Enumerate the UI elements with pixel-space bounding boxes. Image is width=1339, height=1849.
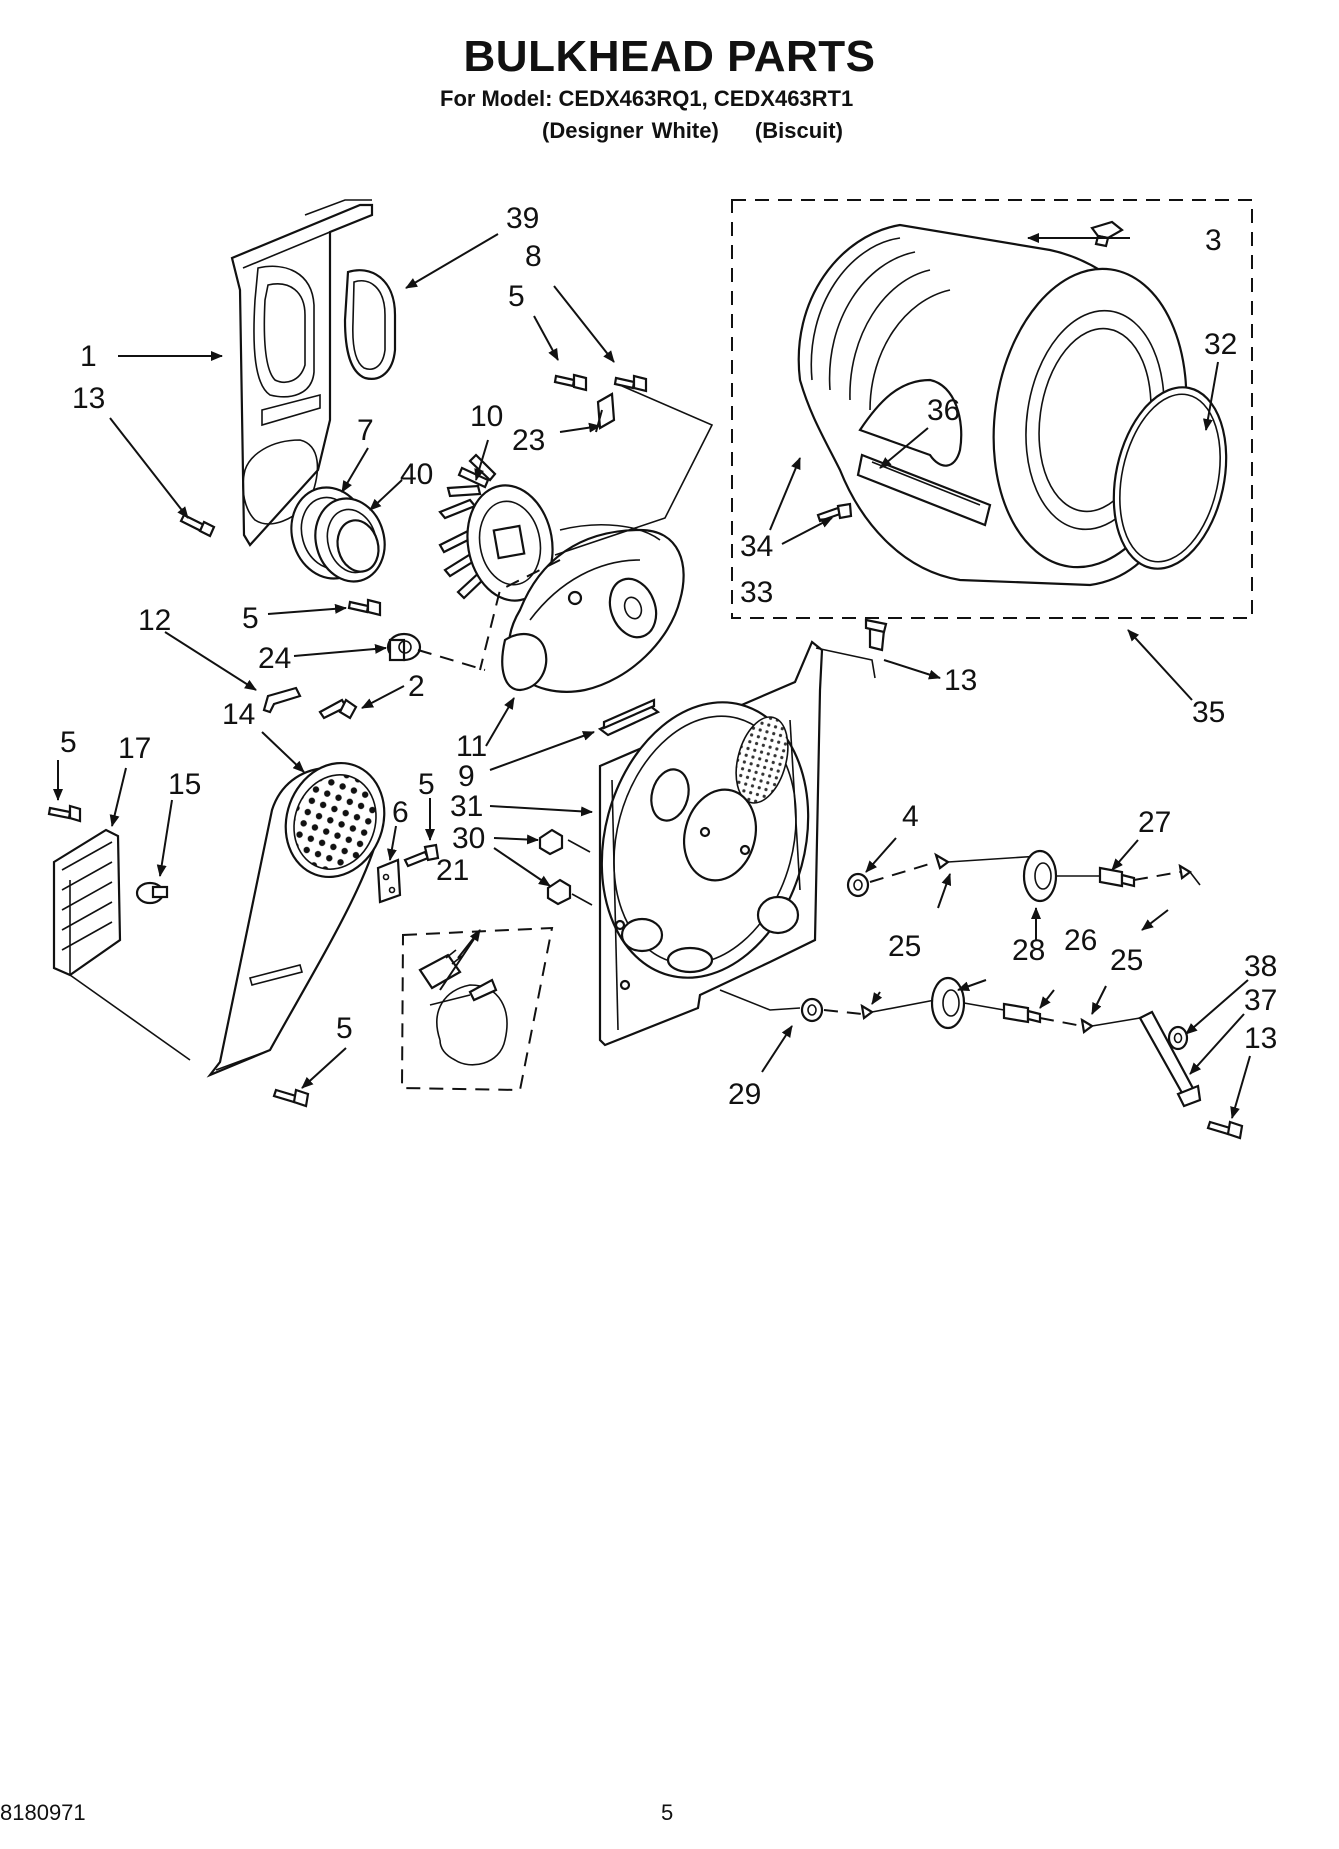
screw-2-part (318, 698, 358, 720)
clip-23-part (596, 392, 616, 430)
callouts: 1 13 39 8 5 10 23 7 40 5 12 24 2 14 11 9… (60, 202, 1277, 1111)
gasket-39-part (343, 269, 397, 380)
page-title: BULKHEAD PARTS (463, 32, 876, 81)
drum-34-part (797, 223, 1188, 587)
connector-15-part (135, 881, 169, 905)
callout-11: 11 (456, 730, 487, 763)
callout-39: 39 (506, 202, 539, 235)
callout-37: 37 (1244, 984, 1277, 1017)
callout-12: 12 (138, 604, 171, 637)
washer-29-part (800, 997, 824, 1023)
callout-34: 34 (740, 530, 773, 563)
callout-10: 10 (470, 400, 503, 433)
callout-36: 36 (927, 394, 960, 427)
callout-27: 27 (1138, 806, 1171, 839)
callout-7: 7 (357, 414, 374, 447)
callout-29: 29 (728, 1078, 761, 1111)
color-variant-white: (Designer White) (542, 118, 719, 143)
callout-13-mid: 13 (944, 664, 977, 697)
callout-23: 23 (512, 424, 545, 457)
blower-wheel-10-part (438, 453, 554, 602)
callout-26: 26 (1064, 924, 1097, 957)
clip-12-part (262, 686, 302, 714)
sensor-24-part (386, 632, 422, 662)
callout-30: 30 (452, 822, 485, 855)
nut-30a-part (538, 828, 564, 856)
clip-25c-part (860, 1003, 874, 1020)
callout-13-bottom: 13 (1244, 1022, 1277, 1055)
rear-bulkhead-31-part (598, 640, 824, 1047)
glide-9-part (597, 698, 661, 737)
callout-25-a: 25 (888, 930, 921, 963)
callout-33: 33 (740, 576, 773, 609)
lint-duct-14-part (206, 761, 386, 1078)
page-number: 5 (661, 1800, 674, 1825)
screw-8-part (613, 374, 648, 393)
callout-15: 15 (168, 768, 201, 801)
front-panel-part (230, 199, 374, 547)
washer-38-part (1167, 1025, 1189, 1051)
screw-5-mid-part (347, 598, 382, 617)
clip-25b-part (1178, 863, 1192, 880)
callout-17: 17 (118, 732, 151, 765)
thermostat-6-part (376, 858, 402, 904)
drum-assembly-35-box (731, 199, 1253, 619)
callout-40: 40 (400, 458, 433, 491)
callout-9: 9 (458, 760, 475, 793)
axle-26-part (1002, 1002, 1042, 1024)
wiring-kit-21-part (400, 926, 554, 1092)
axle-27-part (1098, 866, 1136, 888)
callout-2: 2 (408, 670, 425, 703)
callout-13-left: 13 (72, 382, 105, 415)
callout-5-right: 5 (418, 768, 435, 801)
screw-5-far-left-part (47, 804, 82, 823)
screw-5-bottom-part (272, 1088, 310, 1108)
callout-14: 14 (222, 698, 255, 731)
callout-1: 1 (80, 340, 97, 373)
callout-5-bottom: 5 (336, 1012, 353, 1045)
baffle-3-part (1090, 220, 1124, 248)
roller-28a-part (1022, 849, 1058, 903)
heater-17-part (52, 828, 122, 977)
screw-13-mid-part (864, 618, 888, 652)
callout-6: 6 (392, 796, 409, 829)
callout-3: 3 (1205, 224, 1222, 257)
roller-28b-part (930, 976, 966, 1030)
leader-lines (53, 233, 1251, 1119)
callout-24: 24 (258, 642, 291, 675)
document-number: 8180971 (0, 1800, 86, 1825)
model-line: For Model: CEDX463RQ1, CEDX463RT1 (440, 86, 854, 111)
screw-13-bottom-part (1206, 1120, 1244, 1140)
callout-8: 8 (525, 240, 542, 273)
nut-30b-part (546, 878, 572, 906)
clip-25d-part (1080, 1017, 1094, 1034)
screw-5-top-part (553, 373, 588, 392)
callout-31: 31 (450, 790, 483, 823)
callout-21: 21 (436, 854, 469, 887)
callout-35: 35 (1192, 696, 1225, 729)
screw-33-part (816, 502, 853, 523)
seal-32-part (1112, 386, 1228, 570)
callout-5-top: 5 (508, 280, 525, 313)
callout-5-mid: 5 (242, 602, 259, 635)
duct-40-part (314, 497, 386, 583)
screw-13-left-part (179, 513, 216, 538)
washer-4-part (846, 872, 870, 898)
callout-32: 32 (1204, 328, 1237, 361)
callout-38: 38 (1244, 950, 1277, 983)
bracket-37-part (1138, 1010, 1202, 1108)
callout-4: 4 (902, 800, 919, 833)
callout-25-b: 25 (1110, 944, 1143, 977)
callout-28: 28 (1012, 934, 1045, 967)
clip-25a-part (934, 852, 950, 870)
screw-5-right-part (403, 843, 440, 868)
color-variants: (Designer White) (Biscuit) (542, 118, 871, 144)
color-variant-biscuit: (Biscuit) (754, 118, 843, 143)
blower-housing-11-part (501, 524, 685, 693)
callout-5-far-left: 5 (60, 726, 77, 759)
